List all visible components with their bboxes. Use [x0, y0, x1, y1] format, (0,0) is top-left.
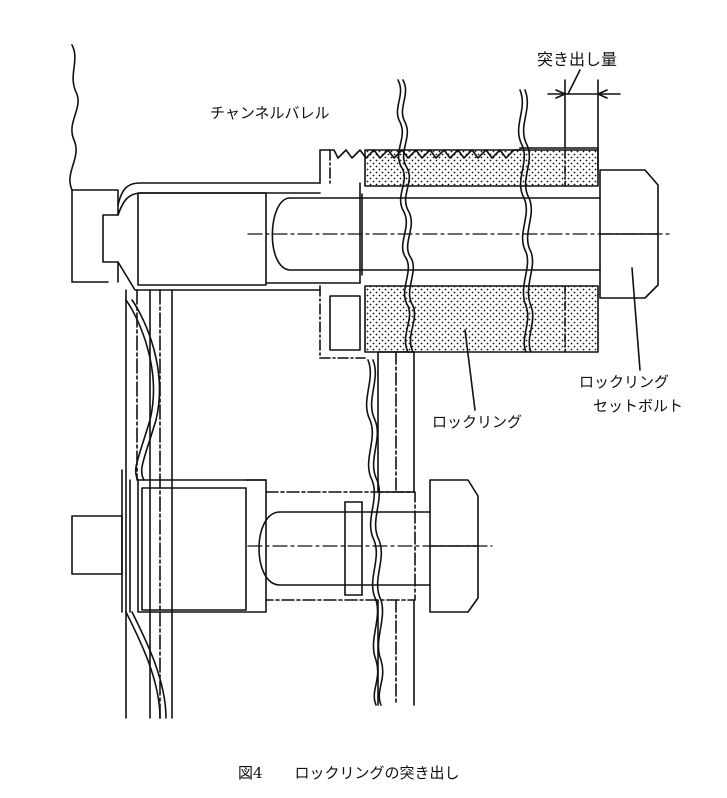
lower-wall-stub [71, 515, 123, 575]
locking-ring-lower [364, 285, 599, 353]
locking-ring-upper [364, 149, 599, 187]
figure-number: 図4 [238, 764, 263, 782]
break-line-3 [365, 359, 379, 706]
set-bolt-head [599, 169, 659, 299]
upper-block [137, 192, 267, 286]
figure-caption: 図4 ロックリングの突き出し [238, 762, 460, 783]
lower-bolt-head [429, 479, 479, 613]
figure-title: ロックリングの突き出し [294, 764, 460, 782]
protrusion-amount-label: 突き出し量 [537, 50, 618, 69]
lower-block [137, 479, 267, 613]
set-bolt-label-line1: ロックリング [579, 373, 670, 391]
break-line-1 [396, 79, 411, 353]
set-bolt-shaft [271, 197, 601, 271]
channel-barrel-wall [117, 182, 321, 206]
wall-flange [71, 189, 119, 283]
set-bolt-label-line2: セットボルト [593, 397, 684, 415]
vessel-wall [69, 44, 109, 283]
break-line-2 [517, 89, 529, 353]
channel-barrel-label: チャンネルバレル [210, 104, 330, 122]
locking-ring-label: ロックリング [432, 413, 523, 431]
lower-bolt-shaft [258, 511, 431, 586]
